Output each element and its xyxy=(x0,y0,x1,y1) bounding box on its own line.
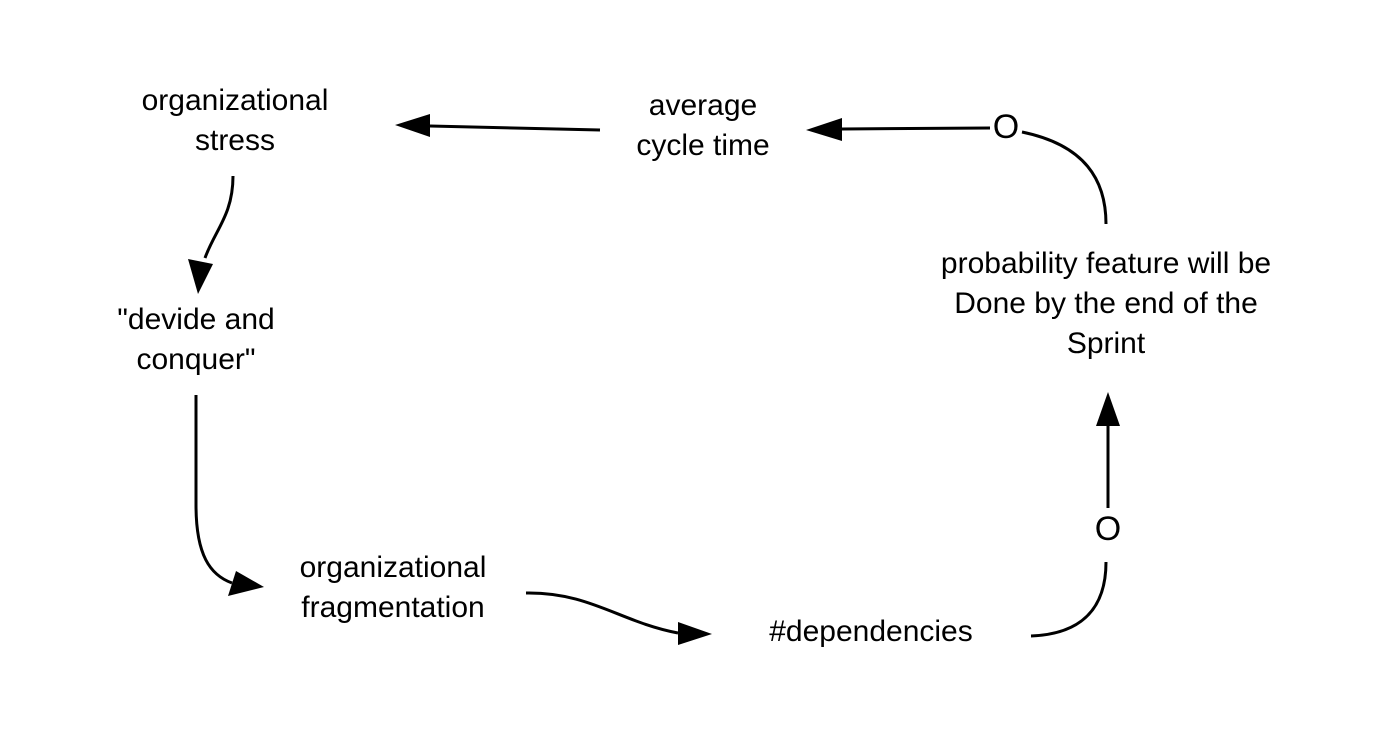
arrow-probability-to-cycle-time xyxy=(1021,130,1108,225)
arrow-probability-to-cycle-time-tail xyxy=(841,126,991,131)
polarity-label-cycle-time: O xyxy=(992,108,1020,146)
node-average-cycle-time: average cycle time xyxy=(583,86,823,166)
node-organizational-fragmentation-line-1: organizational xyxy=(299,551,487,584)
node-organizational-fragmentation-line-2: fragmentation xyxy=(301,591,485,624)
node-organizational-stress: organizational stress xyxy=(110,81,360,161)
arrowhead-stress xyxy=(395,114,430,137)
arrow-cycle-time-to-stress xyxy=(429,124,601,132)
arrow-divide-to-fragmentation xyxy=(194,395,233,585)
node-probability-done-line-3: Sprint xyxy=(1066,327,1146,360)
node-average-cycle-time-line-2: cycle time xyxy=(636,129,770,162)
arrowhead-divide xyxy=(188,259,213,294)
node-dependencies-line-1: #dependencies xyxy=(769,615,973,648)
node-divide-and-conquer-line-2: conquer" xyxy=(136,343,256,376)
arrowhead-probability xyxy=(1096,392,1120,426)
polarity-label-probability: O xyxy=(1094,510,1122,548)
node-average-cycle-time-line-1: average xyxy=(648,89,758,122)
node-organizational-stress-line-2: stress xyxy=(194,124,275,157)
node-divide-and-conquer-line-1: "devide and xyxy=(117,303,275,336)
node-probability-done-line-2: Done by the end of the xyxy=(954,287,1258,320)
node-divide-and-conquer: "devide and conquer" xyxy=(86,300,306,380)
arrow-fragmentation-to-dependencies xyxy=(525,591,679,635)
arrowhead-fragmentation xyxy=(228,571,264,596)
node-organizational-fragmentation: organizational fragmentation xyxy=(268,548,518,628)
node-organizational-stress-line-1: organizational xyxy=(141,84,329,117)
arrowhead-cycle-time xyxy=(806,118,842,141)
arrowhead-dependencies xyxy=(678,622,712,645)
node-dependencies: #dependencies xyxy=(736,612,1006,652)
arrow-dependencies-to-probability xyxy=(1030,561,1108,638)
arrow-stress-to-divide xyxy=(203,175,235,259)
node-probability-done: probability feature will be Done by the … xyxy=(906,244,1306,364)
node-probability-done-line-1: probability feature will be xyxy=(940,247,1272,280)
